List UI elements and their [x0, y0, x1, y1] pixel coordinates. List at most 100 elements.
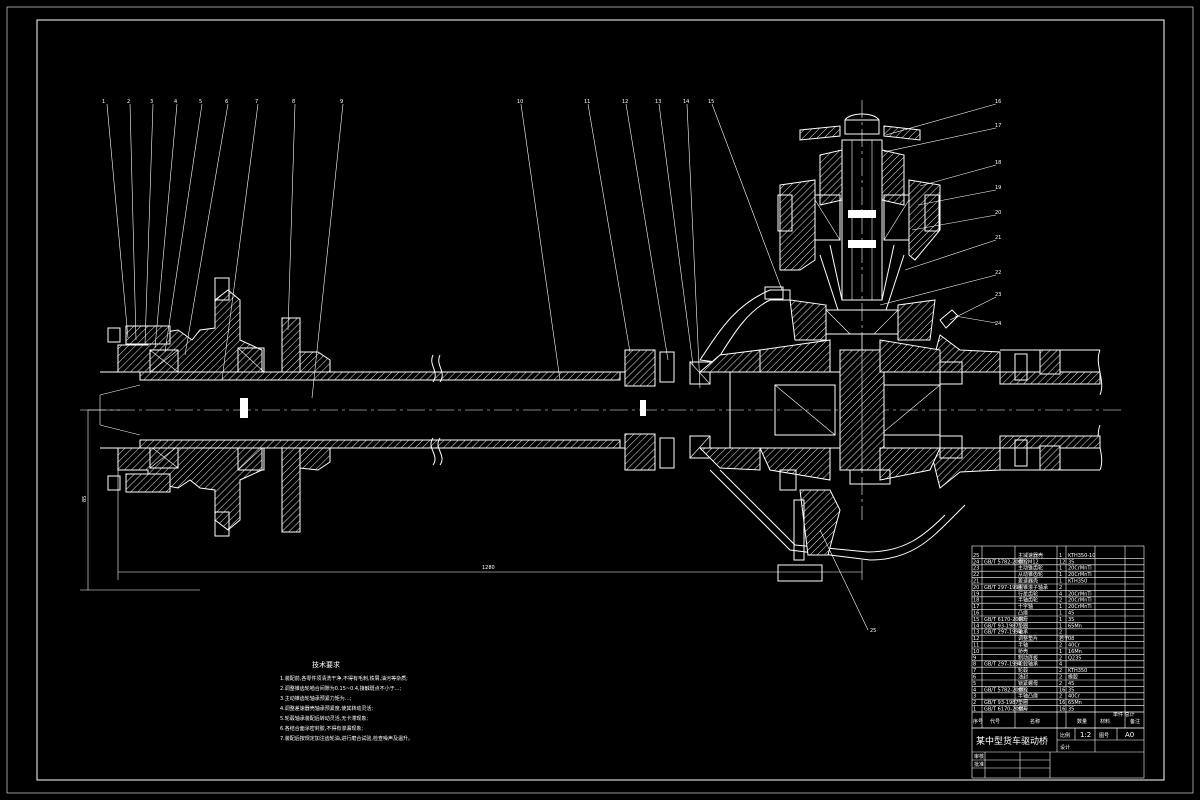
- bom-cell-qty: 2: [1059, 694, 1062, 700]
- note-line-6: 6.各结合面涂密封胶,不得有渗漏现象;: [280, 725, 363, 732]
- balloon-18: 18: [995, 160, 1001, 166]
- bom-cell-mat: KTH350-10: [1068, 553, 1095, 559]
- bom-cell-code: GB/T 297-1994: [984, 630, 1022, 636]
- bom-cell-name: 差速器壳: [1018, 578, 1038, 585]
- approve-label: 批准: [974, 761, 984, 768]
- bom-cell-name: 凸缘: [1018, 610, 1028, 617]
- scale-value: 1:2: [1080, 731, 1091, 739]
- bom-cell-mat: KTH350: [1068, 579, 1087, 585]
- bom-cell-mat: 20CrMnTi: [1068, 598, 1092, 604]
- bom-cell-qty: 16: [1059, 687, 1065, 693]
- note-line-3: 3.主动锥齿轮轴承预紧力矩为…;: [280, 695, 352, 702]
- bom-cell-no: 19: [973, 591, 979, 597]
- technical-notes: 技术要求 1.装配前,各零件须清洗干净,不得有毛刺,铁屑,油污等杂质; 2.调整…: [280, 660, 413, 742]
- sheet-border: [6, 6, 1194, 794]
- bom-cell-qty: 1: [1059, 611, 1062, 617]
- balloon-5: 5: [199, 99, 202, 105]
- balloon-15: 15: [708, 99, 714, 105]
- bom-cell-mat: 橡胶: [1068, 674, 1078, 681]
- bom-cell-code: GB/T 5782-2000: [984, 559, 1025, 565]
- bom-header-qty: 数量: [1077, 718, 1087, 725]
- note-line-4: 4.调整差速器壳轴承预紧度,使其转动灵活;: [280, 705, 373, 712]
- bom-cell-qty: 1: [1059, 572, 1062, 578]
- bom-cell-qty: 2: [1059, 585, 1062, 591]
- size-value: A0: [1125, 731, 1134, 739]
- bom-cell-name: 螺栓: [1018, 686, 1028, 693]
- bom-cell-mat: 16Mn: [1068, 649, 1082, 655]
- bom-cell-code: GB/T 6170-2000: [984, 707, 1025, 713]
- bom-cell-name: 十字轴: [1018, 603, 1033, 610]
- balloon-3: 3: [150, 99, 153, 105]
- bom-cell-qty: 1: [1059, 649, 1062, 655]
- bom-cell-qty: 4: [1059, 662, 1062, 668]
- bom-cell-no: 2: [973, 700, 976, 706]
- bom-cell-mat: 45: [1068, 681, 1074, 687]
- note-line-1: 1.装配前,各零件须清洗干净,不得有毛刺,铁屑,油污等杂质;: [280, 675, 408, 682]
- bom-cell-mat: 40Cr: [1068, 643, 1081, 649]
- bom-header-name: 名称: [1030, 718, 1040, 725]
- bom-cell-no: 21: [973, 579, 979, 585]
- leader-lines: [106, 103, 997, 631]
- bom-cell-mat: Q235: [1068, 655, 1081, 661]
- bom-cell-no: 20: [973, 585, 979, 591]
- balloon-24: 24: [995, 321, 1001, 327]
- bom-cell-name: 半轴齿轮: [1018, 597, 1038, 604]
- bom-cell-name: 主减速器壳: [1018, 552, 1043, 559]
- bom-cell-no: 6: [973, 675, 976, 681]
- bom-cell-qty: 2: [1059, 681, 1062, 687]
- bom-cell-qty: 16: [1059, 707, 1065, 713]
- check-label: 审核: [974, 753, 984, 760]
- balloon-19: 19: [995, 185, 1001, 191]
- length-dimension-text: 1280: [482, 565, 495, 571]
- bom-cell-name: 锁紧螺母: [1018, 680, 1038, 687]
- bom-cell-no: 15: [973, 617, 979, 623]
- bom-cell-qty: 2: [1059, 655, 1062, 661]
- drawing-frame: [36, 19, 1165, 781]
- bom-header-code: 代号: [990, 718, 1000, 725]
- bom-cell-name: 螺母: [1018, 616, 1028, 623]
- bom-cell-name: 螺栓M12: [1018, 558, 1039, 565]
- bom-cell-no: 24: [973, 559, 979, 565]
- bom-cell-name: 圆锥滚子轴承: [1018, 584, 1048, 591]
- dimension-height: 85: [80, 409, 200, 591]
- bom-cell-mat: 35: [1068, 617, 1074, 623]
- bom-cell-name: 桥壳: [1018, 648, 1028, 655]
- note-line-5: 5.轮毂轴承装配后转动灵活,无卡滞现象;: [280, 715, 368, 722]
- bom-cell-mat: 35: [1068, 707, 1074, 713]
- bom-cell-qty: 若干: [1059, 635, 1069, 642]
- balloon-25: 25: [870, 628, 876, 634]
- balloon-11: 11: [584, 99, 590, 105]
- note-line-2: 2.调整锥齿轮啮合间隙为0.15~0.4,接触斑点不小于…;: [280, 685, 402, 692]
- notes-title: 技术要求: [312, 660, 340, 669]
- bom-cell-name: 主动锥齿轮: [1018, 565, 1043, 572]
- balloon-6: 6: [225, 99, 228, 105]
- bom-cell-no: 14: [973, 623, 979, 629]
- bom-cell-mat: 65Mn: [1068, 700, 1082, 706]
- balloon-8: 8: [292, 99, 295, 105]
- balloon-20: 20: [995, 210, 1001, 216]
- bom-cell-mat: 40Cr: [1068, 694, 1081, 700]
- balloon-2: 2: [127, 99, 130, 105]
- title-block: 某中型货车驱动桥 比例 1:2 图号 A0 设计 审核 批准: [971, 727, 1145, 779]
- bom-cell-qty: 1: [1059, 553, 1062, 559]
- bom-cell-no: 13: [973, 630, 979, 636]
- bom-cell-name: 半轴凸缘: [1018, 693, 1038, 700]
- bom-cell-no: 7: [973, 668, 976, 674]
- bom-cell-no: 11: [973, 643, 979, 649]
- dimension-length: 1280: [117, 470, 863, 580]
- bom-cell-mat: 35: [1068, 687, 1074, 693]
- bom-cell-code: GB/T 93-1987: [984, 700, 1019, 706]
- bom-cell-code: GB/T 297-1994: [984, 585, 1022, 591]
- bom-cell-name: 调整垫片: [1018, 635, 1038, 642]
- balloon-12: 12: [622, 99, 628, 105]
- balloon-17: 17: [995, 123, 1001, 129]
- bom-cell-no: 4: [973, 687, 976, 693]
- bom-cell-qty: 2: [1059, 598, 1062, 604]
- bom-cell-no: 12: [973, 636, 979, 642]
- bom-cell-no: 23: [973, 566, 979, 572]
- bom-cell-name: 制动底板: [1018, 654, 1038, 661]
- bom-cell-mat: KTH350: [1068, 668, 1087, 674]
